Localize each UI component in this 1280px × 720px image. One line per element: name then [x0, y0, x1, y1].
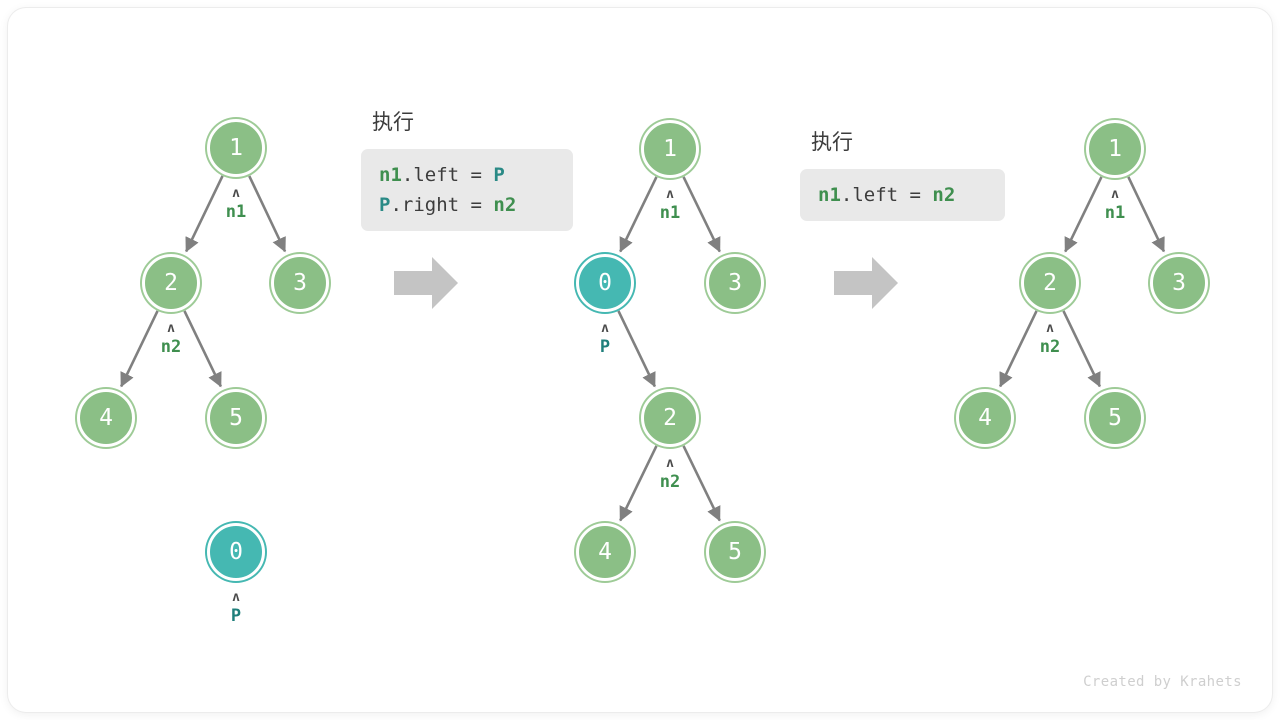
pointer-name: n1	[225, 202, 247, 222]
code-token: n1	[818, 184, 841, 206]
tree-edge	[185, 175, 224, 253]
tree-edge	[619, 445, 658, 522]
code-line-1: n1.left = n2	[818, 180, 987, 210]
pointer-name: n1	[1104, 203, 1126, 223]
code-token: .right =	[390, 194, 494, 216]
caret-icon: ʌ	[167, 321, 175, 336]
pointer-name: n1	[659, 203, 681, 223]
tree-edge	[999, 310, 1038, 388]
step-2-code-block: n1.left = n2	[800, 169, 1005, 221]
tree-node-3: 3	[706, 254, 764, 312]
code-token: P	[493, 164, 505, 186]
transition-arrow-1	[394, 257, 458, 309]
tree-node-4: 4	[956, 389, 1014, 447]
pointer-name: P	[599, 337, 611, 357]
pointer-name: n2	[1039, 337, 1061, 357]
tree-node-2: 2	[641, 389, 699, 447]
tree-edge	[1064, 176, 1103, 253]
tree-node-0: 0	[576, 254, 634, 312]
tree-edge	[120, 310, 159, 388]
caret-icon: ʌ	[1111, 187, 1119, 202]
tree-node-0: 0	[207, 523, 265, 581]
transition-arrow-2	[834, 257, 898, 309]
tree-edge	[682, 445, 721, 522]
caret-icon: ʌ	[666, 187, 674, 202]
transition-arrows-group	[394, 257, 898, 309]
code-line-2: P.right = n2	[379, 190, 555, 220]
tree-node-1: 1	[641, 120, 699, 178]
caret-icon: ʌ	[601, 321, 609, 336]
credit-text: Created by Krahets	[1083, 674, 1242, 690]
step-2-label: 执行	[811, 130, 853, 154]
tree-node-1: 1	[207, 119, 265, 177]
step-1-label: 执行	[372, 110, 414, 134]
caret-icon: ʌ	[666, 456, 674, 471]
tree-node-2: 2	[142, 254, 200, 312]
tree-node-4: 4	[77, 389, 135, 447]
tree-edge	[183, 310, 222, 388]
edges-group	[120, 175, 1166, 522]
tree-edges-layer	[120, 175, 1166, 522]
code-token: n2	[932, 184, 956, 206]
code-token: P	[379, 194, 391, 216]
tree-node-4: 4	[576, 523, 634, 581]
tree-edge	[1062, 310, 1101, 388]
tree-node-5: 5	[207, 389, 265, 447]
tree-edge	[619, 176, 658, 253]
tree-node-3: 3	[271, 254, 329, 312]
tree-node-5: 5	[706, 523, 764, 581]
tree-node-3: 3	[1150, 254, 1208, 312]
tree-edge	[682, 176, 721, 253]
code-token: n1	[379, 164, 402, 186]
tree-node-2: 2	[1021, 254, 1079, 312]
tree-edge	[248, 175, 287, 253]
pointer-name: n2	[160, 337, 182, 357]
code-token: .left =	[840, 184, 933, 206]
tree-node-5: 5	[1086, 389, 1144, 447]
pointer-name: n2	[659, 472, 681, 492]
code-token: .left =	[401, 164, 494, 186]
tree-edge	[617, 310, 656, 388]
caret-icon: ʌ	[1046, 321, 1054, 336]
caret-icon: ʌ	[232, 186, 240, 201]
tree-edge	[1127, 176, 1166, 253]
pointer-name: P	[230, 606, 242, 626]
caret-icon: ʌ	[232, 590, 240, 605]
tree-node-1: 1	[1086, 120, 1144, 178]
code-line-1: n1.left = P	[379, 160, 555, 190]
code-token: n2	[493, 194, 517, 216]
